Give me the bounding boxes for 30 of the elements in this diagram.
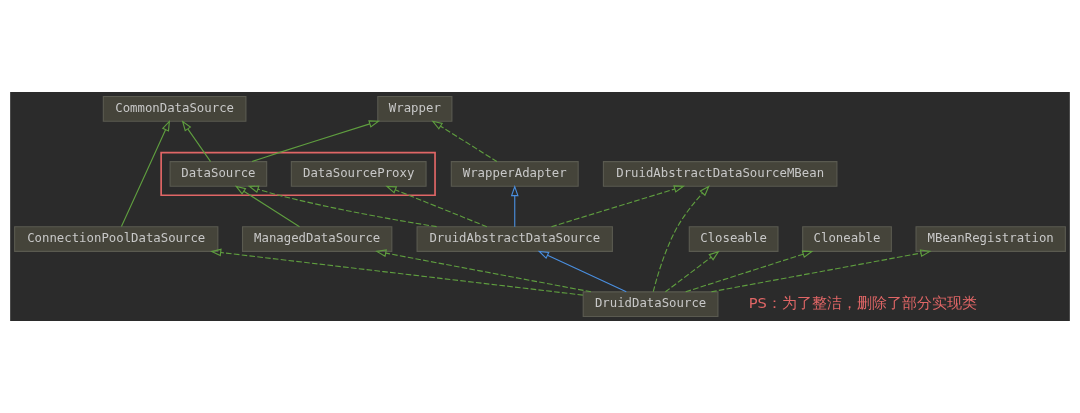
- node-box: MBeanRegistration: [915, 226, 1066, 252]
- arrow: [210, 248, 584, 296]
- arrow: [247, 185, 438, 228]
- arrow: [510, 184, 519, 228]
- arrow: [664, 250, 720, 293]
- arrow: [685, 250, 814, 293]
- arrow: [652, 185, 710, 293]
- arrow: [181, 120, 212, 163]
- node-box: CommonDataSource: [102, 95, 247, 122]
- node-box: Wrapper: [377, 95, 453, 122]
- node-box: ManagedDataSource: [241, 226, 393, 252]
- arrow: [550, 185, 686, 228]
- arrow: [537, 250, 627, 293]
- arrow: [710, 249, 932, 293]
- arrow: [251, 120, 381, 163]
- node-box: Cloneable: [802, 226, 892, 252]
- node-box: DruidAbstractDataSourceMBean: [602, 161, 838, 187]
- arrow: [375, 249, 592, 293]
- node-box: ConnectionPoolDataSource: [14, 226, 219, 252]
- arrow: [234, 185, 301, 228]
- node-box: DruidAbstractDataSource: [416, 226, 613, 252]
- node-box: Closeable: [688, 226, 779, 252]
- node-box: WrapperAdapter: [450, 161, 579, 187]
- arrow: [385, 185, 488, 228]
- label: PS：为了整洁，删除了部分实现类: [748, 293, 977, 311]
- node-box: DruidDataSource: [582, 291, 719, 318]
- node-box: DataSource: [169, 161, 268, 187]
- node-box: DataSourceProxy: [290, 161, 427, 187]
- arrow: [431, 120, 498, 163]
- arrow: [120, 119, 171, 228]
